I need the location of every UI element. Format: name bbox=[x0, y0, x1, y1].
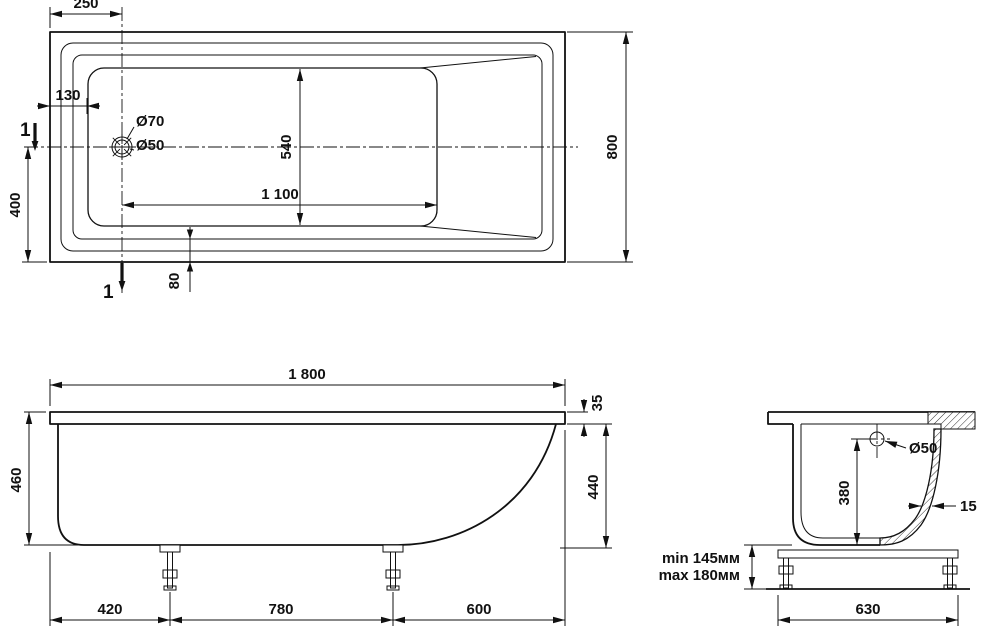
support-foot-right bbox=[942, 557, 958, 590]
dim-d50-section-label: Ø50 bbox=[909, 440, 937, 457]
dim-drain: Ø70 Ø50 bbox=[126, 113, 164, 154]
dim-250-label: 250 bbox=[73, 0, 98, 12]
dim-35-label: 35 bbox=[589, 395, 606, 412]
section-arrow-bottom bbox=[118, 281, 126, 291]
rim-left-lip bbox=[767, 412, 793, 425]
dim-460-extension bbox=[24, 411, 80, 546]
drain-leader-lines bbox=[126, 126, 135, 151]
side-view: Ø50 380 15 min 145мм max 180мм 630 bbox=[659, 411, 977, 626]
dim-1100-label: 1 100 bbox=[261, 186, 299, 203]
dim-420-label: 420 bbox=[97, 601, 122, 618]
dim-min-height-label: min 145мм bbox=[662, 550, 740, 567]
dim-780-label: 780 bbox=[268, 601, 293, 618]
centerlines bbox=[24, 7, 578, 293]
dim-1800-label: 1 800 bbox=[288, 366, 326, 383]
dim-630: 630 bbox=[777, 595, 959, 626]
drain-section-circle bbox=[869, 431, 885, 447]
dim-d50-label: Ø50 bbox=[136, 137, 164, 154]
dim-800: 800 bbox=[567, 31, 633, 263]
dim-15: 15 bbox=[908, 498, 977, 515]
drain-spokes bbox=[109, 134, 135, 160]
section-marks: 1 1 bbox=[20, 120, 126, 303]
dim-chain-bottom: 420 780 600 bbox=[49, 430, 566, 626]
rim-lip-hatched bbox=[927, 411, 976, 430]
dim-d70-label: Ø70 bbox=[136, 113, 164, 130]
dim-380-label: 380 bbox=[836, 480, 853, 505]
dim-80-label: 80 bbox=[166, 273, 183, 290]
backrest-slope-lines bbox=[419, 56, 537, 238]
dim-130: 130 bbox=[37, 87, 100, 114]
dim-800-label: 800 bbox=[604, 134, 621, 159]
dim-35: 35 bbox=[567, 395, 612, 437]
dim-35-extension bbox=[567, 411, 612, 425]
dim-630-label: 630 bbox=[855, 601, 880, 618]
dim-130-label: 130 bbox=[55, 87, 80, 104]
left-wall-outer bbox=[792, 424, 880, 546]
dim-380: 380 bbox=[836, 438, 869, 545]
dim-800-extension bbox=[567, 31, 633, 263]
support-channel bbox=[777, 549, 959, 559]
dim-440-label: 440 bbox=[585, 474, 602, 499]
top-view: 250 130 Ø70 Ø50 540 1 100 400 bbox=[7, 0, 633, 303]
dim-1100: 1 100 bbox=[122, 186, 438, 213]
section-arrow-top bbox=[31, 141, 39, 151]
dim-540: 540 bbox=[278, 69, 304, 225]
section-label-top: 1 bbox=[20, 120, 31, 141]
dim-600-label: 600 bbox=[466, 601, 491, 618]
dim-1800-extension bbox=[49, 379, 566, 406]
dim-80-arrow-bottom bbox=[186, 262, 194, 272]
dim-400: 400 bbox=[7, 147, 47, 263]
dim-80-arrow-top bbox=[186, 229, 194, 239]
dim-d50-leader bbox=[884, 440, 907, 449]
dim-460: 460 bbox=[8, 411, 80, 546]
dim-540-label: 540 bbox=[278, 134, 295, 159]
dim-440: 440 bbox=[560, 424, 612, 549]
dim-460-label: 460 bbox=[8, 467, 25, 492]
dim-foot-height: min 145мм max 180мм bbox=[659, 544, 792, 590]
dim-d50-section: Ø50 bbox=[884, 440, 937, 457]
rim-profile bbox=[49, 411, 566, 425]
dim-400-label: 400 bbox=[7, 192, 24, 217]
dim-15-label: 15 bbox=[960, 498, 977, 515]
support-foot-left bbox=[778, 557, 794, 590]
section-label-bottom: 1 bbox=[103, 282, 114, 303]
dim-1800: 1 800 bbox=[49, 366, 566, 406]
dim-max-height-label: max 180мм bbox=[659, 567, 740, 584]
foot-right bbox=[382, 544, 404, 591]
tub-body-profile bbox=[57, 423, 557, 546]
dim-chain-extensions bbox=[49, 430, 566, 626]
foot-left bbox=[159, 544, 181, 591]
cut-wall-hatched bbox=[879, 428, 942, 546]
dim-80: 80 bbox=[166, 227, 194, 292]
left-wall-inner bbox=[800, 424, 880, 539]
front-view: 1 800 35 460 440 420 780 600 bbox=[8, 366, 612, 626]
dim-250: 250 bbox=[49, 0, 122, 28]
